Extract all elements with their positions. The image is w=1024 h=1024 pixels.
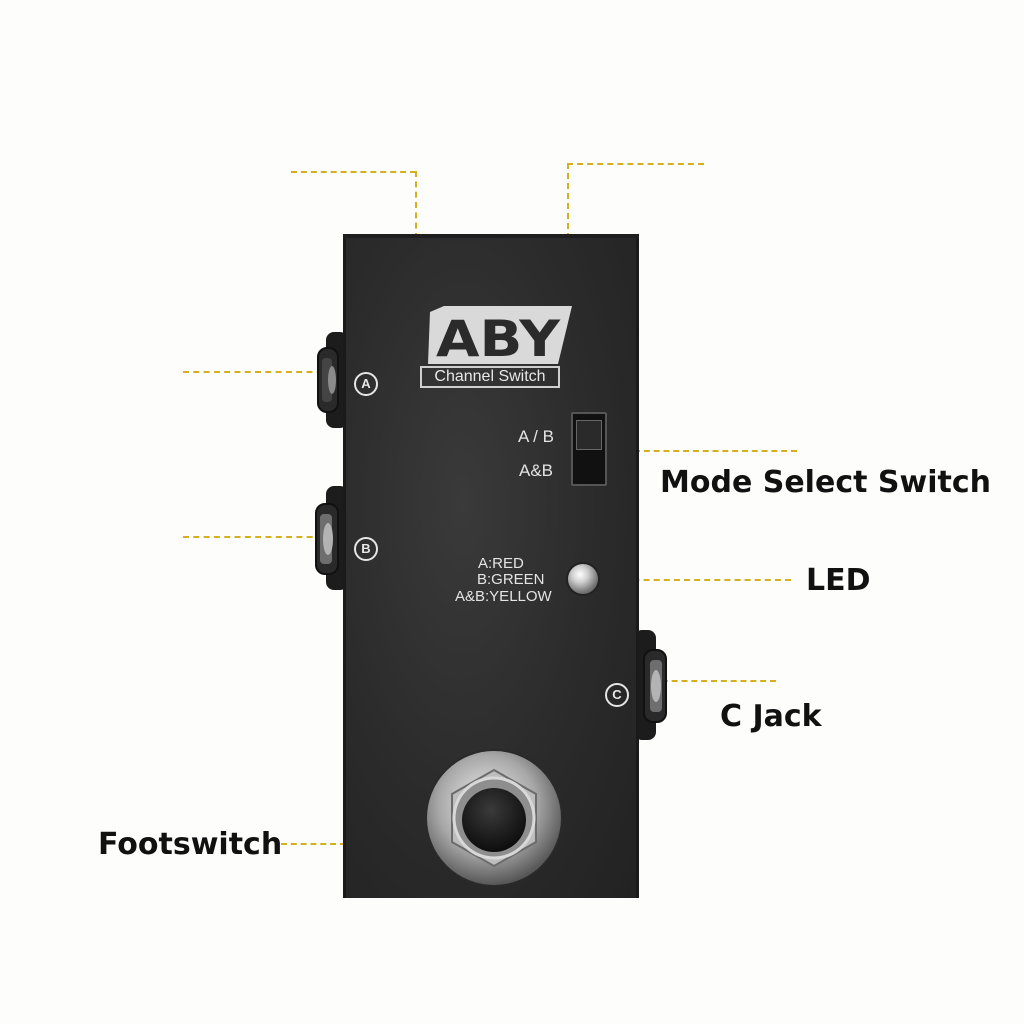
jack-c-socket: [634, 630, 667, 740]
leader-top-left-v: [415, 171, 417, 239]
logo-text: ABY: [436, 310, 561, 366]
leader-top-right-h: [567, 163, 704, 165]
callout-mode-select-switch: Mode Select Switch: [660, 465, 991, 500]
leader-jack-b: [183, 536, 323, 538]
jack-b-label: B: [354, 537, 378, 561]
switch-label-a-and-b: A&B: [519, 461, 554, 480]
aby-logo: ABY: [428, 306, 572, 366]
leader-mode-switch: [585, 450, 797, 452]
callout-c-jack: C Jack: [720, 699, 822, 734]
jack-a-label: A: [354, 372, 378, 396]
led-indicator: [566, 562, 600, 596]
leader-top-right-v: [567, 163, 569, 239]
leader-c-jack: [652, 680, 776, 682]
leader-top-left-h: [291, 171, 416, 173]
jack-a-socket: [317, 332, 348, 428]
logo-subtitle: Channel Switch: [420, 366, 560, 388]
leader-led: [583, 579, 791, 581]
led-legend-red: A:RED: [478, 555, 524, 572]
mode-switch-knob[interactable]: [576, 420, 602, 450]
jack-b-socket: [315, 486, 348, 590]
leader-jack-a: [183, 371, 333, 373]
switch-label-ab: A / B: [518, 427, 554, 446]
footswitch[interactable]: [424, 748, 564, 888]
led-legend-green: B:GREEN: [477, 571, 545, 588]
jack-c-label: C: [605, 683, 629, 707]
callout-led: LED: [806, 563, 871, 598]
callout-footswitch: Footswitch: [98, 827, 283, 862]
led-legend-yellow: A&B:YELLOW: [455, 588, 552, 605]
